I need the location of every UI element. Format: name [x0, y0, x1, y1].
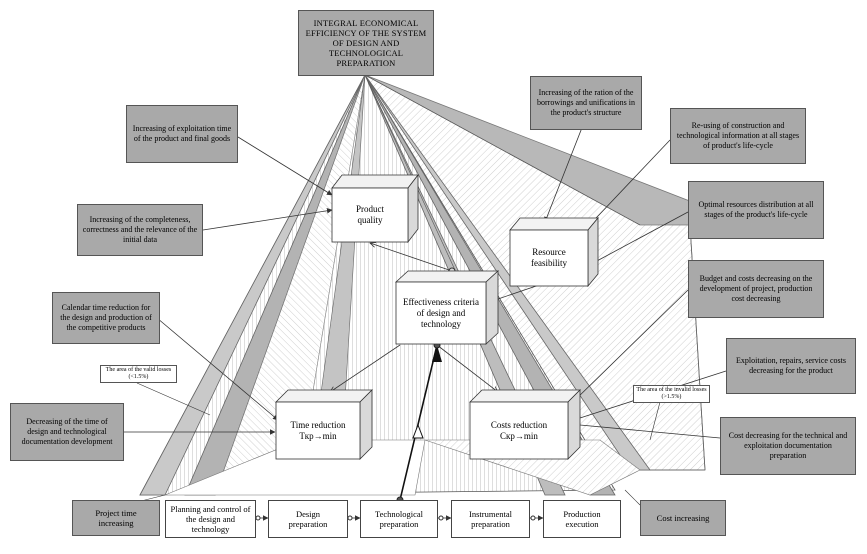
time-reduction-label: Time reduction Ткр→min [290, 419, 346, 441]
invalid-losses-note: The area of the invalid losses (>1.5%) [633, 385, 710, 403]
resource-feasibility-label: Resource feasibility [531, 247, 567, 268]
cube-costs-reduction [469, 389, 581, 460]
effectiveness-criteria-label: Effectiveness criteria of design and tec… [402, 296, 480, 329]
project-time-box: Project time increasing [72, 500, 160, 536]
pyramid-left-band-1 [139, 74, 366, 496]
exploitation-time-box: Increasing of exploitation time of the p… [126, 105, 238, 163]
completeness-box: Increasing of the completeness, correctn… [77, 204, 203, 256]
flow-connectors [255, 515, 544, 521]
flow-instrumental: Instrumental preparation [451, 500, 530, 538]
exploitation-costs-box: Exploitation, repairs, service costs dec… [726, 338, 856, 394]
calendar-time-box: Calendar time reduction for the design a… [52, 292, 160, 344]
cube-time-reduction [275, 389, 373, 460]
flow-production: Production execution [543, 500, 621, 538]
resources-distribution-box: Optimal resources distribution at all st… [688, 181, 824, 239]
cube-product-quality [331, 173, 419, 244]
valid-losses-note: The area of the valid losses (<1.5%) [100, 365, 177, 383]
documentation-costs-box: Cost decreasing for the technical and ex… [720, 417, 856, 475]
cost-increasing-box: Cost increasing [640, 500, 726, 536]
borrowings-box: Increasing of the ration of the borrowin… [530, 76, 642, 130]
flow-design: Design preparation [268, 500, 348, 538]
decreasing-time-box: Decreasing of the time of design and tec… [10, 403, 124, 461]
reusing-box: Re-using of construction and technologic… [670, 108, 806, 164]
product-quality-label: Product quality [356, 204, 384, 225]
budget-box: Budget and costs decreasing on the devel… [688, 260, 824, 318]
flow-planning: Planning and control of the design and t… [165, 500, 256, 538]
title-box: INTEGRAL ECONOMICAL EFFICIENCY OF THE SY… [298, 10, 434, 76]
costs-reduction-label: Costs reduction Скр→min [490, 419, 548, 441]
flow-technological: Technological preparation [360, 500, 438, 538]
cube-resource-feasibility [509, 216, 599, 288]
cube-effectiveness [394, 270, 500, 345]
